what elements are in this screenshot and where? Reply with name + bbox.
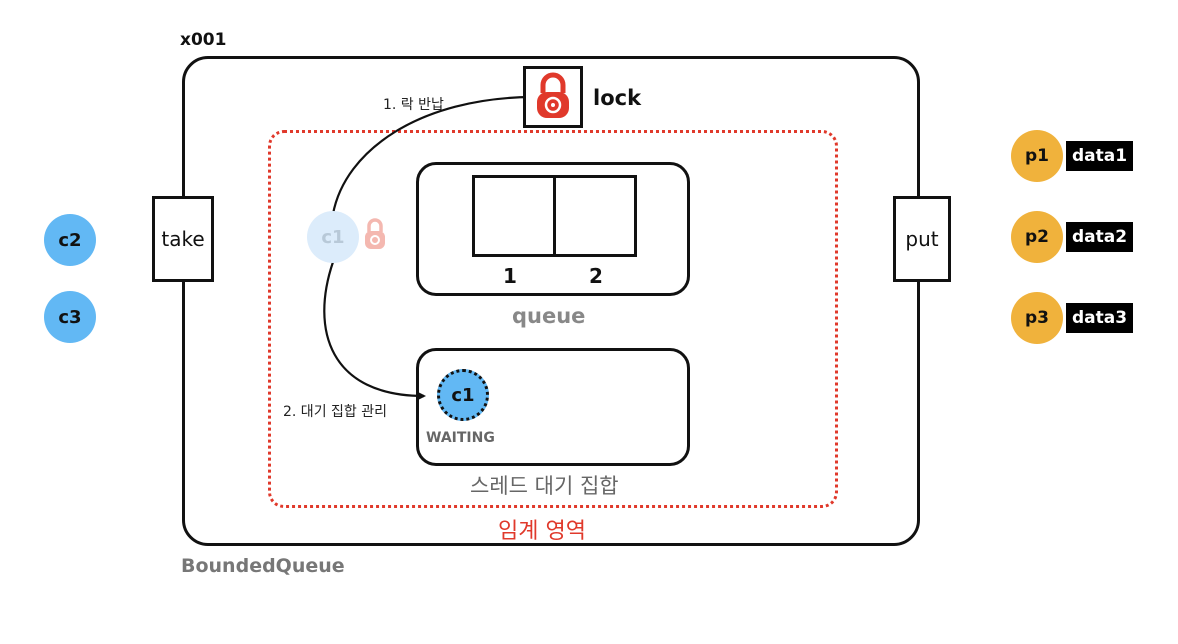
thread-name: p3 bbox=[1025, 308, 1049, 328]
queue-slot-label: 1 bbox=[503, 264, 517, 288]
critical-section-label: 임계 영역 bbox=[498, 519, 586, 544]
queue-slot-label: 2 bbox=[589, 264, 603, 288]
take-label: take bbox=[161, 227, 205, 251]
thread-name: c3 bbox=[58, 306, 82, 328]
thread-c1-ghost: c1 bbox=[307, 211, 359, 263]
bounded-queue-box bbox=[182, 56, 920, 546]
bounded-queue-label: BoundedQueue bbox=[181, 555, 345, 577]
critical-section-region bbox=[268, 130, 838, 508]
consumer-thread-c2: c2 bbox=[44, 214, 96, 266]
padlock-icon bbox=[537, 72, 569, 118]
lock-box bbox=[523, 66, 583, 128]
producer-data-tag: data3 bbox=[1066, 303, 1134, 333]
thread-name: c1 bbox=[451, 384, 475, 406]
step-return-lock-label: 1. 락 반납 bbox=[383, 97, 444, 113]
producer-thread-p2: p2 bbox=[1011, 211, 1063, 263]
wait-set-label: 스레드 대기 집합 bbox=[470, 474, 619, 498]
thread-name: c1 bbox=[321, 226, 345, 248]
step-manage-wait-set-label: 2. 대기 집합 관리 bbox=[283, 404, 387, 420]
object-address: x001 bbox=[180, 30, 227, 50]
put-label: put bbox=[905, 227, 939, 251]
data-value: data1 bbox=[1072, 146, 1128, 166]
data-value: data2 bbox=[1072, 227, 1128, 247]
waiting-state-label: WAITING bbox=[426, 430, 495, 446]
producer-data-tag: data2 bbox=[1066, 222, 1134, 252]
consumer-thread-c3: c3 bbox=[44, 291, 96, 343]
wait-set-arrow bbox=[323, 261, 426, 401]
producer-thread-p3: p3 bbox=[1011, 292, 1063, 344]
queue-box bbox=[416, 162, 690, 296]
producer-thread-p1: p1 bbox=[1011, 130, 1063, 182]
return-lock-arrow bbox=[331, 92, 534, 215]
padlock-icon bbox=[365, 218, 385, 249]
lock-label: lock bbox=[593, 86, 642, 110]
thread-name: p2 bbox=[1025, 227, 1049, 247]
producer-data-tag: data1 bbox=[1066, 141, 1134, 171]
take-method-box: take bbox=[152, 196, 214, 282]
thread-name: p1 bbox=[1025, 146, 1049, 166]
queue-slot-2 bbox=[553, 175, 637, 257]
queue-label: queue bbox=[512, 304, 586, 328]
wait-set-box bbox=[416, 348, 690, 466]
thread-name: c2 bbox=[58, 229, 82, 251]
put-method-box: put bbox=[893, 196, 951, 282]
thread-c1-waiting: c1 bbox=[437, 369, 489, 421]
data-value: data3 bbox=[1072, 308, 1128, 328]
